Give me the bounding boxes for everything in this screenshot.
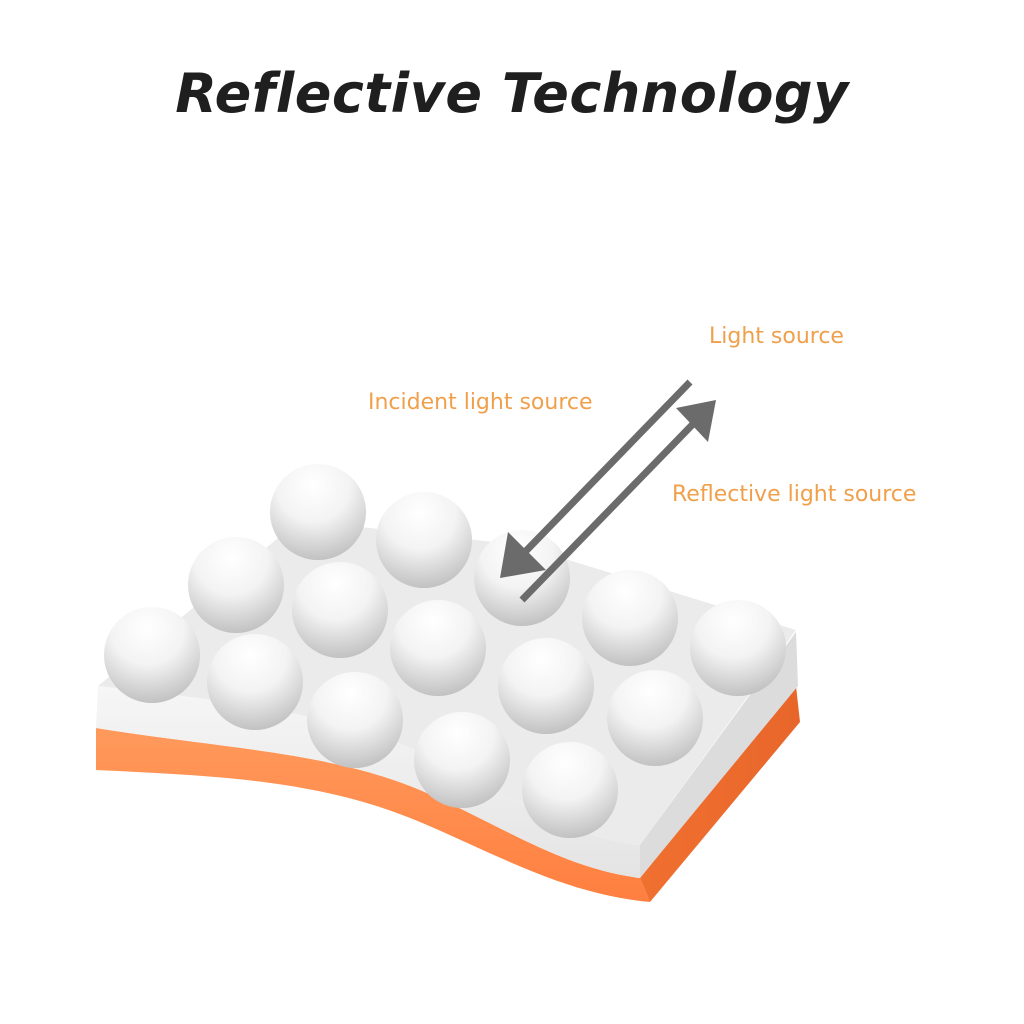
label-light-source: Light source (709, 324, 844, 349)
base-layer-front (96, 728, 650, 902)
glass-bead (104, 607, 200, 703)
base-layer-side (640, 686, 800, 902)
base-layer (96, 686, 800, 902)
glass-bead (376, 492, 472, 588)
glass-bead (292, 562, 388, 658)
arrow-down-left-icon (500, 379, 693, 578)
glass-bead (390, 600, 486, 696)
label-incident-light-source: Incident light source (368, 390, 593, 415)
glass-bead (690, 600, 786, 696)
reflective-layer-side (640, 632, 798, 878)
glass-bead (307, 672, 403, 768)
arrow-up-right-icon (519, 400, 716, 603)
glass-bead (607, 670, 703, 766)
reflective-layer-front (96, 686, 640, 878)
glass-bead (498, 638, 594, 734)
glass-bead (474, 530, 570, 626)
page-title: Reflective Technology (175, 62, 849, 125)
glass-bead (414, 712, 510, 808)
glass-bead (188, 537, 284, 633)
label-reflective-light-source: Reflective light source (672, 482, 917, 507)
glass-bead (270, 464, 366, 560)
glass-bead (522, 742, 618, 838)
glass-bead (582, 570, 678, 666)
glass-bead (207, 634, 303, 730)
glass-beads (104, 464, 786, 838)
